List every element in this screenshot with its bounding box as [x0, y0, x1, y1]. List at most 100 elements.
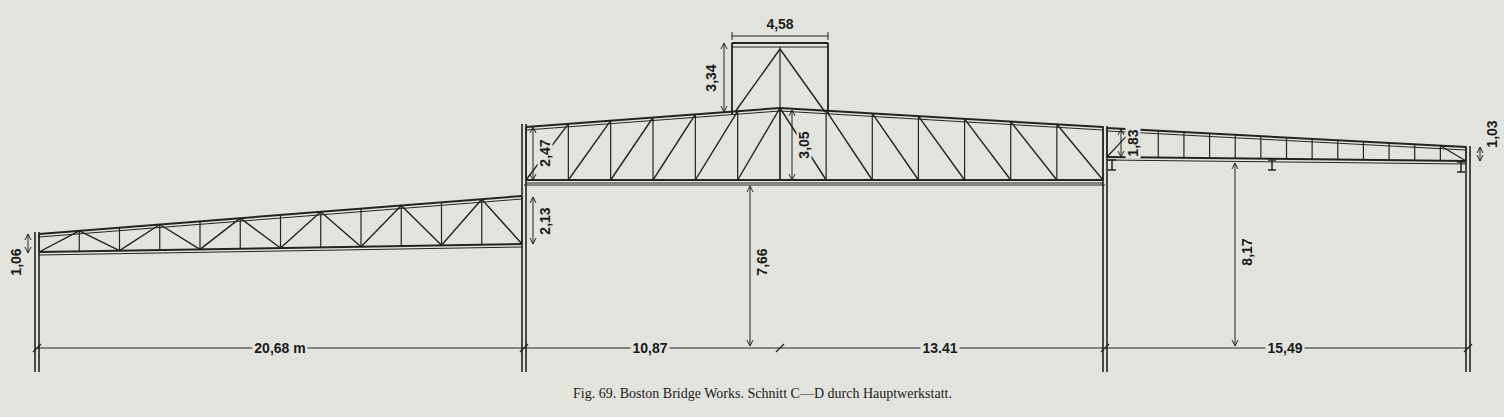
dimension-label: 2,47	[538, 137, 553, 168]
side-truss-vertical	[1414, 144, 1415, 160]
main-truss-diagonal	[611, 118, 653, 181]
side-truss-vertical	[1388, 143, 1389, 160]
main-truss-vertical	[1010, 122, 1011, 180]
side-truss-vertical	[1260, 136, 1261, 159]
main-truss-vertical	[918, 116, 919, 180]
main-truss-diagonal	[1057, 124, 1103, 180]
column	[521, 124, 523, 372]
dimension-arrow	[530, 238, 536, 244]
side-truss-vertical	[79, 231, 80, 252]
main-truss-vertical	[610, 121, 611, 180]
main-truss-diagonal	[695, 111, 737, 180]
side-truss-vertical	[1158, 131, 1159, 158]
dimension-line	[724, 43, 725, 112]
dimension-arrow	[1232, 340, 1238, 346]
side-truss-vertical	[1440, 146, 1441, 161]
side-truss-vertical	[38, 234, 39, 252]
dimension-arrow	[789, 174, 795, 180]
main-truss-diagonal	[780, 108, 826, 180]
dimension-line	[732, 36, 828, 37]
dimension-label: 13.41	[920, 341, 959, 356]
side-truss-diagonal	[39, 231, 79, 252]
dimension-label: 8,17	[1240, 236, 1255, 267]
side-truss-diagonal	[482, 199, 522, 244]
side-truss-diagonal	[442, 199, 482, 245]
main-truss-vertical	[872, 113, 873, 180]
dimension-arrow	[1118, 129, 1124, 135]
dimension-arrow	[25, 234, 31, 240]
side-truss-diagonal	[281, 212, 321, 248]
side-truss-vertical	[1337, 140, 1338, 159]
main-truss-diagonal	[526, 124, 568, 180]
dimension-tick	[33, 344, 41, 352]
dimension-tick	[1101, 344, 1109, 352]
ibeam-symbol	[1268, 160, 1276, 170]
dimension-label: 10,87	[630, 341, 669, 356]
dimension-line	[1480, 147, 1481, 161]
dimension-arrow	[530, 174, 536, 180]
main-truss-bottom-chord	[780, 179, 1103, 181]
column	[1465, 146, 1467, 372]
dimension-label: 3,34	[704, 62, 719, 93]
dimension-line	[533, 127, 534, 180]
side-truss-vertical	[441, 202, 442, 245]
main-truss-diagonal	[872, 113, 918, 180]
main-truss-vertical	[964, 119, 965, 180]
ibeam-symbol	[1108, 160, 1116, 170]
side-truss-vertical	[360, 209, 361, 247]
dimension-label: 2,13	[538, 205, 553, 236]
dimension-arrow	[1477, 147, 1483, 153]
tie-line	[524, 185, 1105, 186]
dimension-line	[750, 186, 751, 346]
dimension-tick	[828, 32, 829, 40]
main-truss-vertical	[826, 111, 827, 180]
main-truss-diagonal	[653, 114, 695, 180]
dimension-line	[28, 234, 29, 253]
side-truss-vertical	[1312, 139, 1313, 159]
side-truss-diagonal	[79, 231, 119, 251]
lantern-brace	[780, 49, 825, 112]
figure-caption: Fig. 69. Boston Bridge Works. Schnitt C—…	[573, 386, 952, 402]
column	[1106, 126, 1108, 372]
dimension-tick	[776, 344, 784, 352]
side-truss-vertical	[401, 206, 402, 247]
main-truss-diagonal	[918, 116, 964, 180]
main-truss-vertical	[695, 114, 696, 180]
main-truss-vertical	[568, 124, 569, 180]
dimension-arrow	[747, 340, 753, 346]
dimension-label: 1,83	[1126, 127, 1141, 158]
dimension-label: 20,68 m	[252, 341, 307, 356]
dimension-arrow	[747, 186, 753, 192]
dimension-line	[792, 110, 793, 180]
side-truss-vertical	[1106, 128, 1107, 157]
dimension-arrow	[1477, 155, 1483, 161]
lantern-post	[731, 43, 733, 114]
main-truss-diagonal	[1011, 122, 1057, 180]
side-truss-diagonal	[321, 212, 361, 247]
side-truss-diagonal	[120, 225, 160, 251]
dimension-arrow	[789, 110, 795, 116]
dimension-line	[1235, 163, 1236, 346]
dimension-arrow	[25, 247, 31, 253]
column	[38, 232, 40, 372]
side-truss-diagonal	[160, 225, 200, 250]
dimension-arrow	[721, 106, 727, 112]
dimension-line	[533, 197, 534, 244]
side-truss-bottom-chord	[39, 247, 522, 255]
side-truss-vertical	[320, 212, 321, 248]
side-truss-diagonal	[240, 218, 280, 248]
side-truss-vertical	[481, 199, 482, 245]
dimension-label: 1,06	[9, 246, 24, 277]
lantern-top	[732, 42, 828, 44]
dimension-label: 1,03	[1485, 118, 1500, 149]
side-truss-vertical	[1235, 135, 1236, 159]
side-truss-vertical	[1465, 147, 1466, 161]
dimension-line	[1121, 129, 1122, 157]
side-truss-vertical	[119, 228, 120, 251]
side-truss-vertical	[1286, 138, 1287, 160]
dimension-label: 3,05	[797, 129, 812, 160]
main-truss-vertical	[1056, 124, 1057, 180]
side-truss-vertical	[240, 218, 241, 249]
main-truss-diagonal	[826, 111, 872, 180]
dimension-label: 7,66	[755, 246, 770, 277]
